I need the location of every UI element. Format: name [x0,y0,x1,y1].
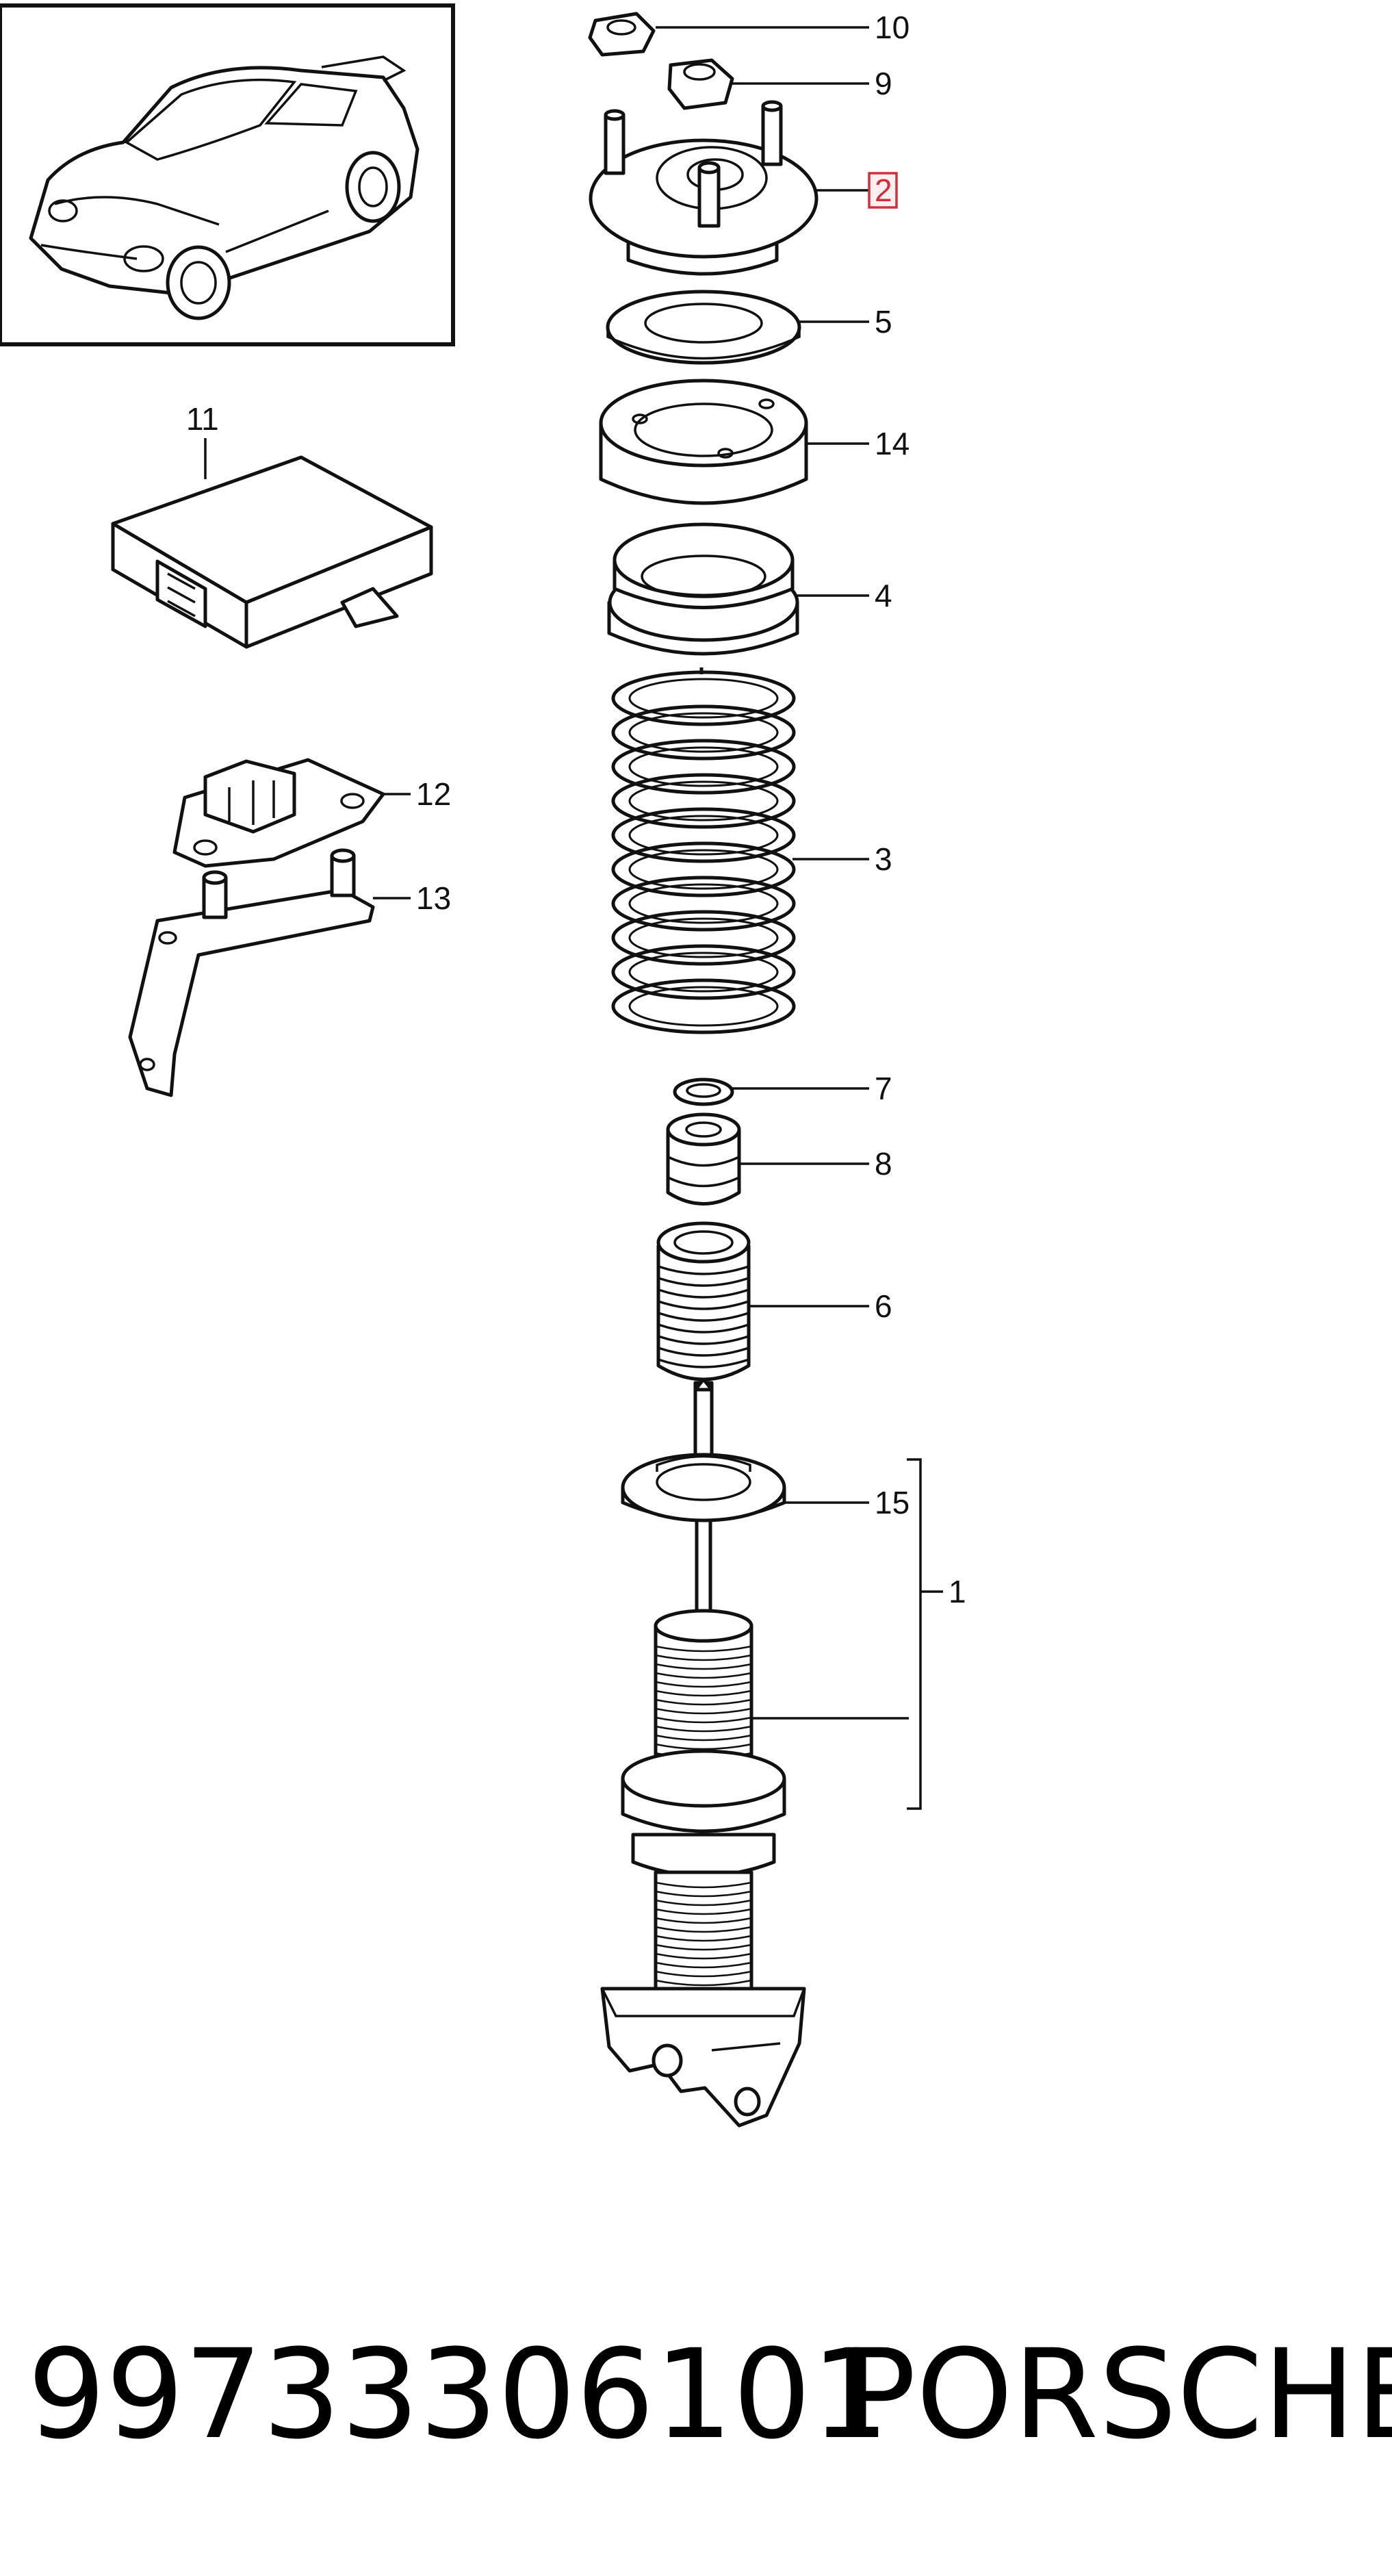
callout-1: 1 [949,1574,966,1609]
nut-part-9 [667,58,734,110]
shock-absorber-part-1 [600,1377,806,2128]
leader-lines [204,26,943,1810]
spring-seat-part-14 [599,379,808,505]
callout-10: 10 [875,10,910,45]
control-unit-part-11 [111,455,433,649]
callout-labels: 10 9 2 5 14 4 3 7 8 6 15 1 11 12 13 [186,10,966,1609]
shim-ring-part-5 [606,290,801,365]
callout-5: 5 [875,304,892,340]
bracket-part-12 [172,758,385,868]
top-mount-part-2 [589,100,819,276]
spring-pad-part-4 [607,522,799,656]
callout-11: 11 [186,401,219,437]
part-number: 99733306101 [27,2323,890,2466]
nut-part-10 [588,12,656,57]
brand-name: PORSCHE [842,2323,1392,2466]
callout-2-highlight-box [868,172,898,209]
bump-stop-part-8 [666,1112,741,1206]
callout-3: 3 [875,841,892,877]
callout-6: 6 [875,1288,892,1324]
callout-12: 12 [416,776,451,812]
bracket-part-13 [128,848,375,1097]
callout-9: 9 [875,66,892,101]
callout-4: 4 [875,578,892,613]
callout-13: 13 [416,880,451,916]
vehicle-thumbnail [0,3,455,346]
spring-plate-part-15 [621,1453,786,1522]
callout-14: 14 [875,426,910,461]
callout-2: 2 [875,173,892,208]
callout-15: 15 [875,1485,910,1520]
footer: 99733306101 PORSCHE [27,2323,1392,2466]
dust-boot-part-6 [656,1221,751,1381]
coil-spring-part-3 [611,667,796,1034]
callout-7: 7 [875,1071,892,1106]
callout-8: 8 [875,1146,892,1182]
washer-part-7 [673,1077,734,1106]
